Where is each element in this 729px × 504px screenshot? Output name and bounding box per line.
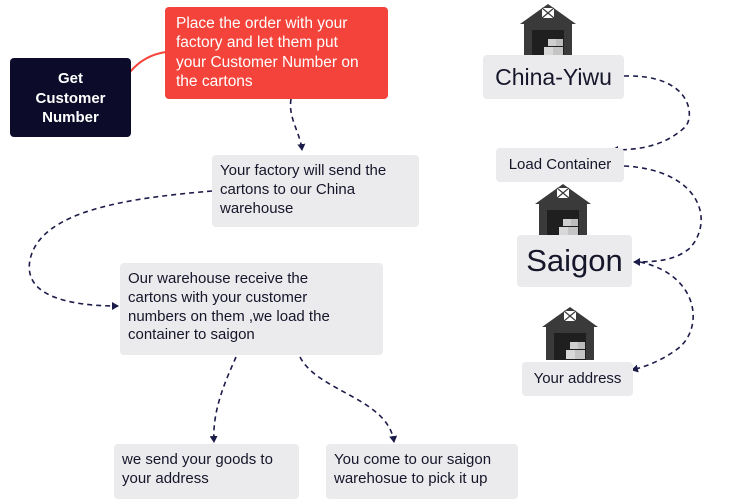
warehouse-icon (520, 4, 576, 57)
factory-send-line: cartons to our China (220, 180, 356, 198)
arrow-saigon-to-address (631, 261, 694, 373)
warehouse-receive-box: Our warehouse receive the cartons with y… (120, 263, 383, 355)
load-container-label: Load Container (508, 155, 612, 173)
place-order-line: factory and let them put (176, 34, 338, 52)
load-container-box: Load Container (496, 148, 624, 182)
your-address-label: Your address (533, 369, 622, 387)
china-yiwu-box: China-Yiwu (483, 55, 624, 99)
pick-up-line: You come to our saigon (334, 451, 492, 468)
place-order-line: Place the order with your (176, 15, 348, 32)
factory-send-line: Your factory will send the (220, 162, 387, 179)
arrow-load-to-saigon (623, 165, 702, 266)
factory-send-line: warehouse (220, 199, 294, 217)
saigon-label: Saigon (526, 242, 623, 278)
warehouse-receive-line: Our warehouse receive the (128, 270, 309, 287)
warehouse-receive-line: numbers on them ,we load the (128, 307, 330, 325)
get-customer-number-line: Get (57, 70, 83, 87)
arrow-warehouse-to-pickup (299, 356, 398, 443)
warehouse-receive-line: container to saigon (128, 326, 255, 344)
factory-send-box: Your factory will send the cartons to ou… (212, 155, 419, 227)
arrow-order-to-factory (289, 98, 306, 151)
pick-up-box: You come to our saigon warehosue to pick… (326, 444, 518, 499)
get-customer-number-line: Number (42, 109, 99, 126)
arrow-warehouse-to-send (209, 356, 237, 443)
warehouse-icon (542, 307, 598, 360)
china-yiwu-label: China-Yiwu (495, 63, 612, 90)
place-order-line: the cartons (176, 73, 253, 91)
place-order-box: Place the order with your factory and le… (165, 7, 388, 99)
place-order-line: your Customer Number on (176, 53, 359, 71)
send-goods-line: we send your goods to (122, 451, 273, 468)
warehouse-icon (535, 184, 591, 237)
send-goods-box: we send your goods to your address (114, 444, 299, 499)
get-customer-number-box: Get Customer Number (10, 58, 131, 137)
warehouse-receive-line: cartons with your customer (128, 288, 308, 306)
link-get-number-to-order (129, 51, 167, 73)
pick-up-line: warehosue to pick it up (334, 469, 488, 487)
send-goods-line: your address (122, 469, 209, 487)
get-customer-number-line: Customer (35, 89, 106, 107)
saigon-box: Saigon (517, 235, 632, 287)
your-address-box: Your address (522, 362, 633, 396)
